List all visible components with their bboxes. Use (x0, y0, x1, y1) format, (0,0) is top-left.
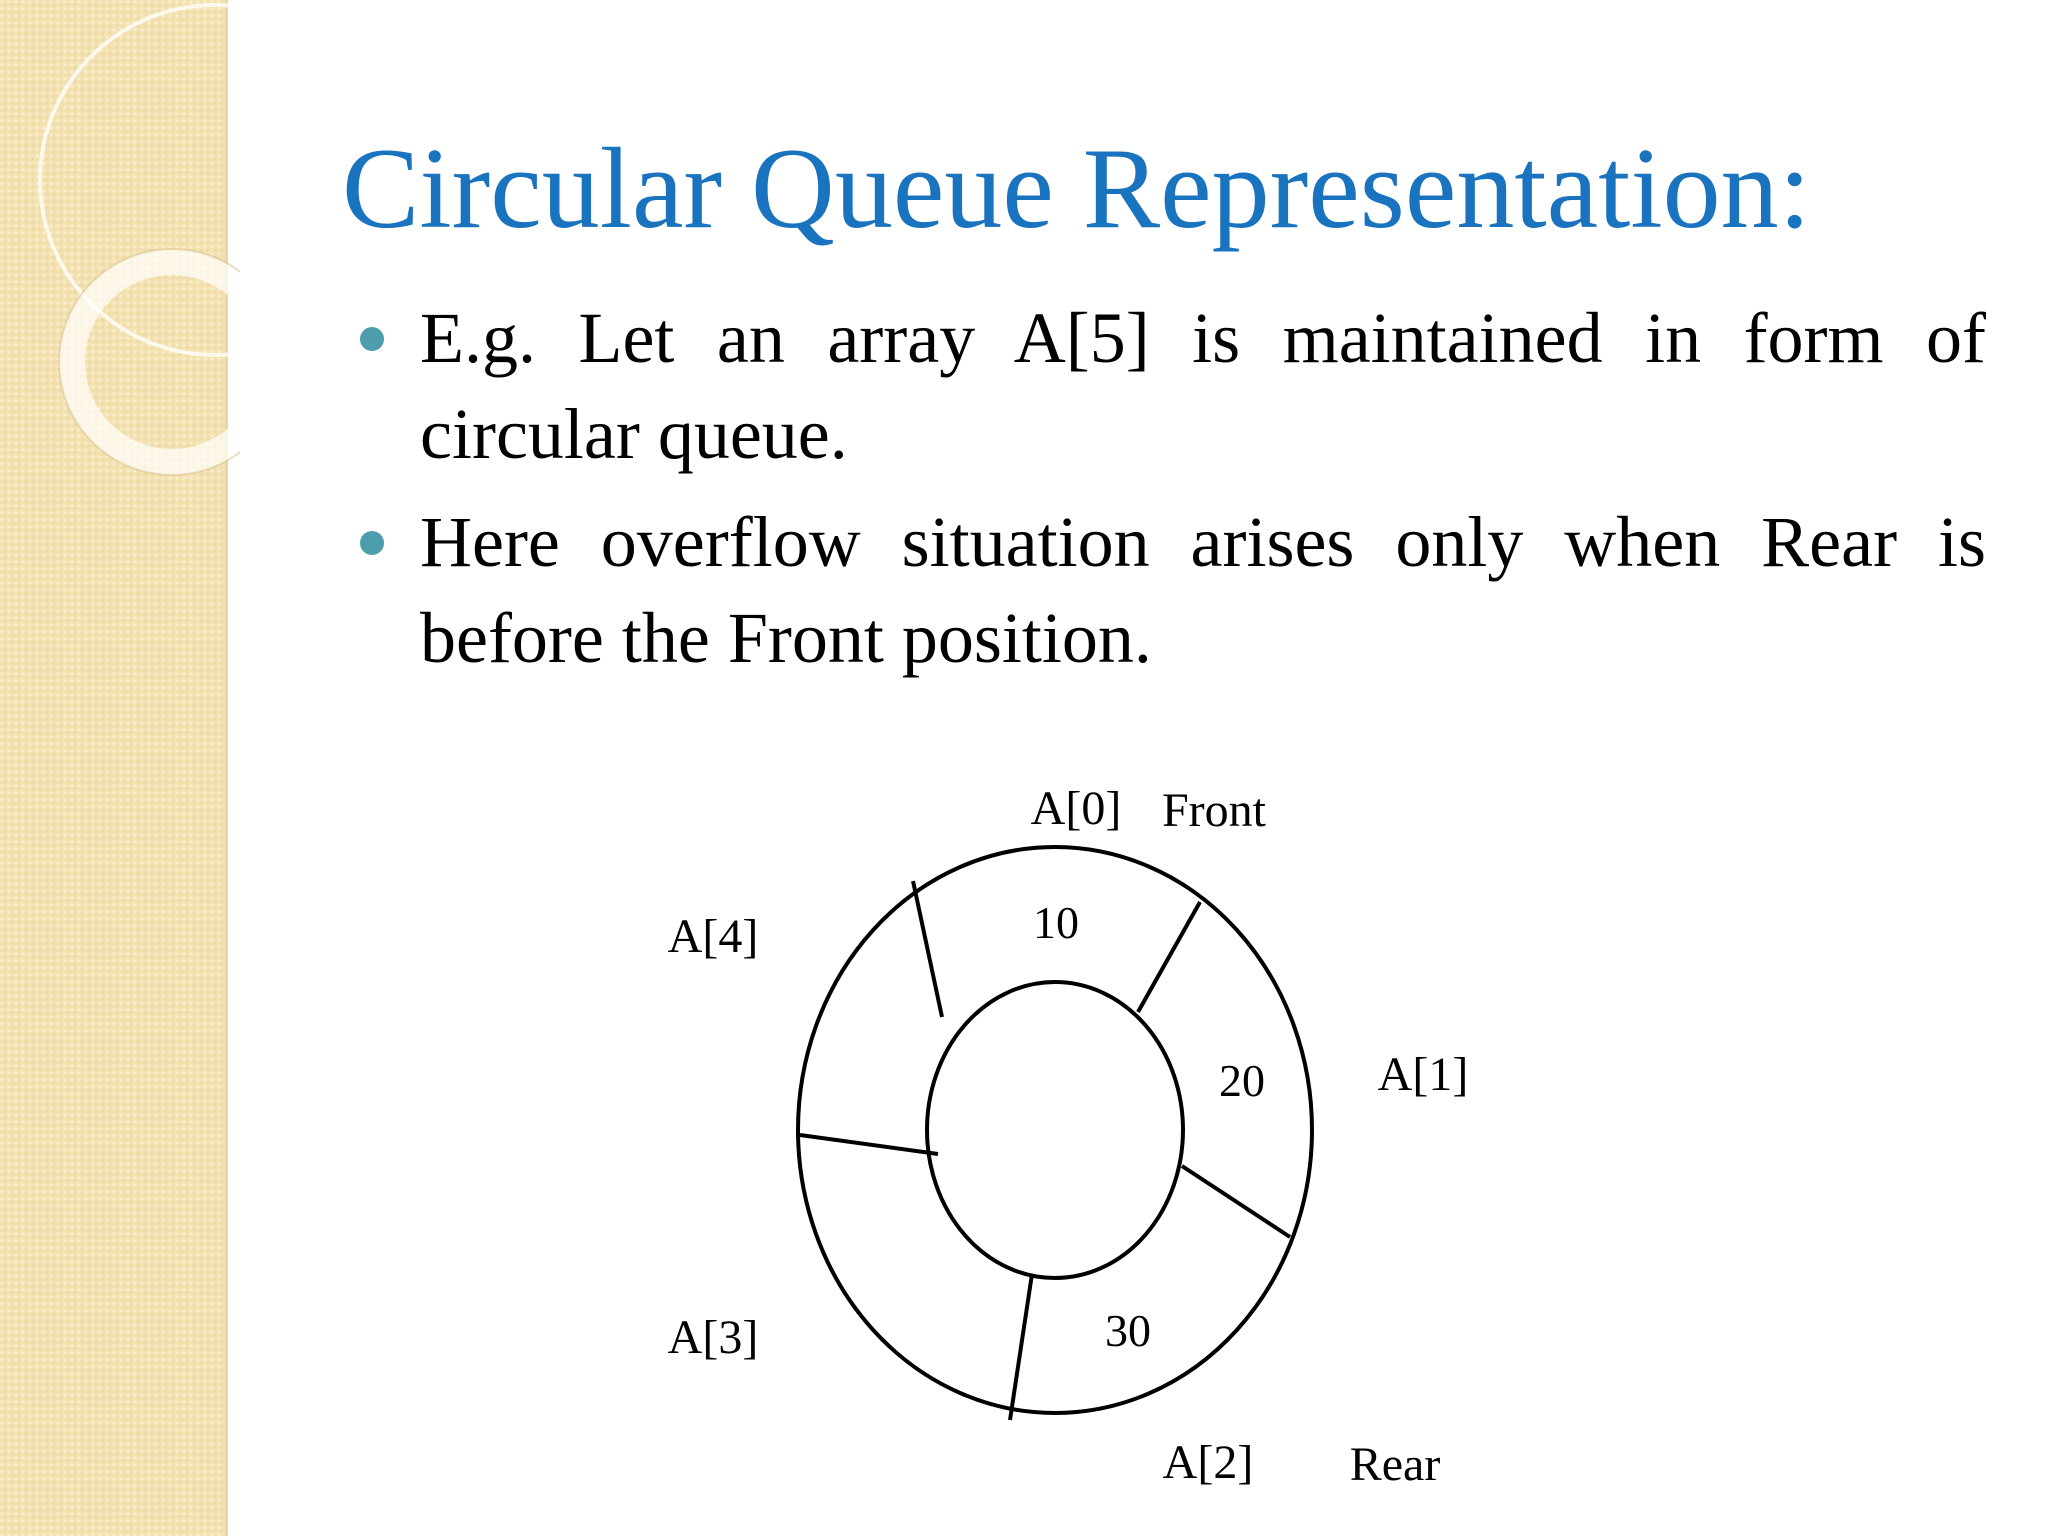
bullet-dot-icon (360, 531, 384, 555)
slot-2-index-label: A[2] (1163, 1436, 1254, 1489)
bullet-text: E.g. Let an array A[5] is maintained in … (420, 298, 1986, 474)
slot-divider (800, 1135, 938, 1154)
queue-inner-ring (927, 982, 1183, 1278)
slot-divider (1010, 1274, 1032, 1420)
rear-pointer-label: Rear (1350, 1438, 1441, 1491)
decorative-sidebar (0, 0, 228, 1536)
slot-4-index-label: A[4] (668, 910, 759, 963)
slot-divider (1138, 902, 1200, 1012)
slot-0-value: 10 (1033, 897, 1079, 948)
slot-1-index-label: A[1] (1378, 1048, 1469, 1101)
slot-divider (913, 881, 942, 1017)
slot-1-value: 20 (1219, 1055, 1265, 1106)
bullet-list: E.g. Let an array A[5] is maintained in … (356, 290, 1986, 698)
slot-0-index-label: A[0] (1031, 782, 1122, 835)
slide-title: Circular Queue Representation: (342, 126, 1811, 254)
circular-queue-diagram: 10 20 30 A[0] Front A[1] A[2] Rear A[3] … (620, 760, 1520, 1500)
bullet-item: E.g. Let an array A[5] is maintained in … (356, 290, 1986, 482)
slot-2-value: 30 (1105, 1305, 1151, 1356)
bullet-item: Here overflow situation arises only when… (356, 494, 1986, 686)
front-pointer-label: Front (1162, 784, 1267, 837)
slot-divider (1182, 1166, 1290, 1237)
bullet-text: Here overflow situation arises only when… (420, 502, 1986, 678)
slot-3-index-label: A[3] (668, 1311, 759, 1364)
bullet-dot-icon (360, 327, 384, 351)
